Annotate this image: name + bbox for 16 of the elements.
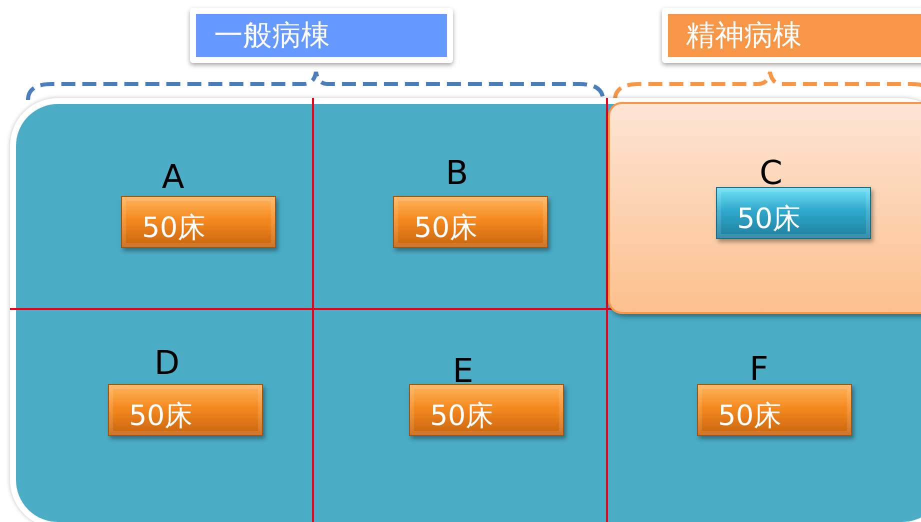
bed-count-bar: 50床 xyxy=(108,384,263,436)
room-letter: E xyxy=(452,354,474,387)
room-letter: A xyxy=(162,160,184,193)
bed-count-bar: 50床 xyxy=(121,196,276,248)
room-letter: B xyxy=(446,156,468,189)
bed-count-bar: 50床 xyxy=(697,384,852,436)
ward-label: 一般病棟 xyxy=(196,14,447,57)
room-letter: C xyxy=(759,156,783,189)
bed-count-bar: 50床 xyxy=(393,196,548,248)
floor-panel xyxy=(10,98,921,522)
bed-count-bar: 50床 xyxy=(409,384,564,436)
bed-count-bar: 50床 xyxy=(716,187,871,239)
room-letter: F xyxy=(750,352,768,385)
room-letter: D xyxy=(154,346,180,379)
ward-room-box xyxy=(608,102,921,314)
ward-label: 精神病棟 xyxy=(668,14,921,57)
